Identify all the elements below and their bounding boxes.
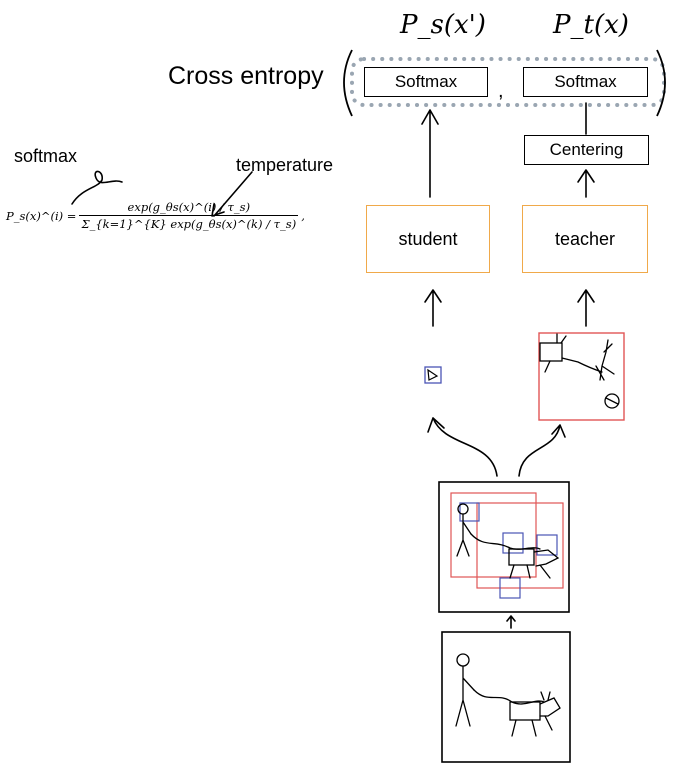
arrow-image-to-global-crop (518, 424, 566, 477)
softmax-pointer-squiggle (71, 170, 123, 205)
view-local-2 (502, 532, 524, 554)
left-parenthesis (343, 49, 353, 117)
pair-separator: , (498, 80, 504, 102)
centering-box: Centering (524, 135, 649, 165)
arrow-student-to-softmax (421, 109, 439, 198)
view-local-1 (459, 502, 480, 522)
loss-title: Cross entropy (168, 62, 324, 90)
augmented-image-sketch (456, 503, 560, 579)
original-image-sketch (455, 653, 561, 737)
view-local-3 (536, 534, 558, 556)
local-crop-frame (424, 366, 442, 384)
dotted-group-outline (350, 57, 666, 107)
formula-lhs: P_s(x)^(i) = (6, 208, 77, 223)
ps-label: P_s(x') (400, 10, 486, 40)
arrow-teacher-to-centering (577, 169, 595, 198)
arrow-crop-to-student (424, 289, 442, 327)
fraction-bar (79, 215, 299, 216)
view-global-2 (476, 502, 564, 589)
arrow-original-to-augmented (506, 615, 516, 629)
pt-label: P_t(x) (553, 10, 629, 40)
view-global-1 (450, 492, 537, 578)
original-image-frame (441, 631, 571, 763)
right-parenthesis (656, 49, 666, 117)
global-crop-sketch (539, 333, 620, 409)
global-crop-frame (538, 332, 625, 421)
student-network-box: student (366, 205, 490, 273)
teacher-network-box: teacher (522, 205, 648, 273)
arrow-image-to-local-crop (427, 417, 498, 477)
augmented-image-frame (438, 481, 570, 613)
arrow-crop-to-teacher (577, 289, 595, 327)
temperature-pointer-arrow (211, 171, 253, 217)
student-softmax-box: Softmax (364, 67, 488, 97)
local-crop-sketch (427, 368, 439, 381)
softmax-annotation: softmax (14, 146, 78, 166)
temperature-annotation: temperature (236, 155, 334, 175)
formula-trailing: , (301, 208, 305, 223)
teacher-softmax-box: Softmax (523, 67, 648, 97)
formula-denominator: Σ_{k=1}^{K} exp(g_θs(x)^(k) / τ_s) (81, 217, 297, 231)
